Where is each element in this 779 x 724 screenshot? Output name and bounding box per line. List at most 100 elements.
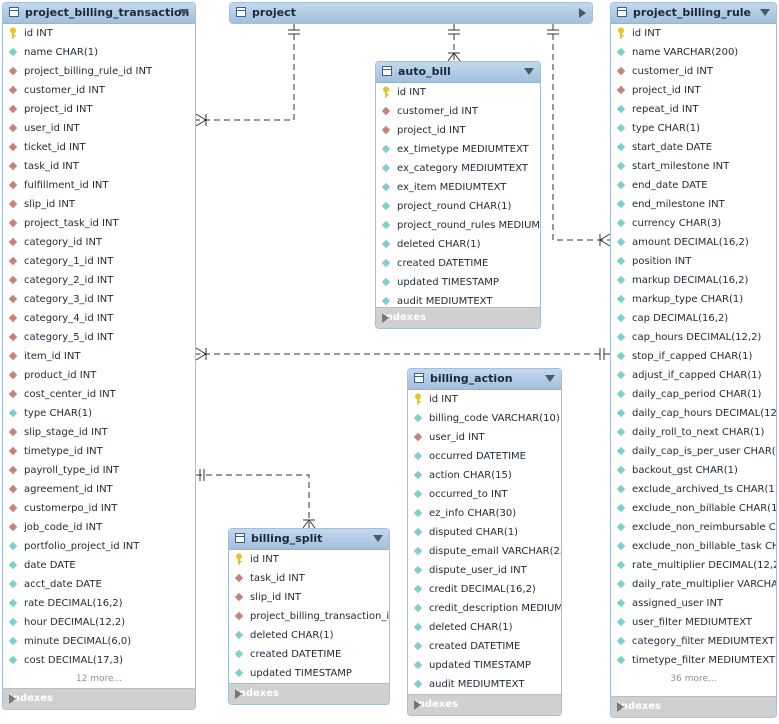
column-slip-id[interactable]: slip_id INT bbox=[3, 195, 195, 214]
column-user-id[interactable]: user_id INT bbox=[408, 428, 561, 447]
column-ex-timetype[interactable]: ex_timetype MEDIUMTEXT bbox=[376, 140, 540, 159]
column-daily-cap-period[interactable]: daily_cap_period CHAR(1) bbox=[611, 385, 776, 404]
indexes-section[interactable]: Indexes bbox=[408, 694, 561, 715]
column-exclude-non-reimbursable[interactable]: exclude_non_reimbursable CHA... bbox=[611, 518, 776, 537]
column-user-filter[interactable]: user_filter MEDIUMTEXT bbox=[611, 613, 776, 632]
column-credit-description[interactable]: credit_description MEDIUMTEXT bbox=[408, 599, 561, 618]
column-customer-id[interactable]: customer_id INT bbox=[611, 62, 776, 81]
more-columns-label[interactable]: 36 more... bbox=[670, 674, 717, 684]
column-hour[interactable]: hour DECIMAL(12,2) bbox=[3, 613, 195, 632]
table-project[interactable]: project bbox=[229, 2, 593, 24]
table-header[interactable]: project bbox=[230, 3, 592, 23]
column-audit[interactable]: audit MEDIUMTEXT bbox=[376, 292, 540, 311]
column-start-milestone[interactable]: start_milestone INT bbox=[611, 157, 776, 176]
table-header[interactable]: auto_bill bbox=[376, 62, 540, 83]
indexes-section[interactable]: Indexes bbox=[3, 688, 195, 709]
column-exclude-archived-ts[interactable]: exclude_archived_ts CHAR(1) bbox=[611, 480, 776, 499]
column-product-id[interactable]: product_id INT bbox=[3, 366, 195, 385]
column-acct-date[interactable]: acct_date DATE bbox=[3, 575, 195, 594]
column-ex-item[interactable]: ex_item MEDIUMTEXT bbox=[376, 178, 540, 197]
column-project-billing-transaction-id[interactable]: project_billing_transaction_id INT bbox=[229, 607, 389, 626]
expand-indexes-icon[interactable] bbox=[9, 694, 16, 704]
column-payroll-type-id[interactable]: payroll_type_id INT bbox=[3, 461, 195, 480]
column-dispute-email[interactable]: dispute_email VARCHAR(255) bbox=[408, 542, 561, 561]
more-columns-label[interactable]: 12 more... bbox=[75, 674, 123, 684]
column-occurred[interactable]: occurred DATETIME bbox=[408, 447, 561, 466]
column-amount[interactable]: amount DECIMAL(16,2) bbox=[611, 233, 776, 252]
column-item-id[interactable]: item_id INT bbox=[3, 347, 195, 366]
column-task-id[interactable]: task_id INT bbox=[3, 157, 195, 176]
column-markup[interactable]: markup DECIMAL(16,2) bbox=[611, 271, 776, 290]
column-daily-cap-hours[interactable]: daily_cap_hours DECIMAL(12,2) bbox=[611, 404, 776, 423]
column-id[interactable]: id INT bbox=[229, 550, 389, 569]
column-timetype-filter[interactable]: timetype_filter MEDIUMTEXT bbox=[611, 651, 776, 670]
column-audit[interactable]: audit MEDIUMTEXT bbox=[408, 675, 561, 694]
column-adjust-if-capped[interactable]: adjust_if_capped CHAR(1) bbox=[611, 366, 776, 385]
column-exclude-non-billable[interactable]: exclude_non_billable CHAR(1) bbox=[611, 499, 776, 518]
column-fulfillment-id[interactable]: fulfillment_id INT bbox=[3, 176, 195, 195]
column-exclude-non-billable-task[interactable]: exclude_non_billable_task CHAR... bbox=[611, 537, 776, 556]
column-end-milestone[interactable]: end_milestone INT bbox=[611, 195, 776, 214]
column-category-id[interactable]: category_id INT bbox=[3, 233, 195, 252]
expand-arrow-icon[interactable] bbox=[579, 8, 586, 18]
expand-indexes-icon[interactable] bbox=[382, 313, 389, 323]
column-cap[interactable]: cap DECIMAL(16,2) bbox=[611, 309, 776, 328]
column-cap-hours[interactable]: cap_hours DECIMAL(12,2) bbox=[611, 328, 776, 347]
column-rate[interactable]: rate DECIMAL(16,2) bbox=[3, 594, 195, 613]
column-category-5-id[interactable]: category_5_id INT bbox=[3, 328, 195, 347]
collapse-arrow-icon[interactable] bbox=[373, 535, 383, 542]
column-minute[interactable]: minute DECIMAL(6,0) bbox=[3, 632, 195, 651]
column-credit[interactable]: credit DECIMAL(16,2) bbox=[408, 580, 561, 599]
column-task-id[interactable]: task_id INT bbox=[229, 569, 389, 588]
column-category-2-id[interactable]: category_2_id INT bbox=[3, 271, 195, 290]
table-header[interactable]: project_billing_transaction bbox=[3, 3, 195, 24]
column-project-round[interactable]: project_round CHAR(1) bbox=[376, 197, 540, 216]
column-project-round-rules[interactable]: project_round_rules MEDIUMTEXT bbox=[376, 216, 540, 235]
column-deleted[interactable]: deleted CHAR(1) bbox=[408, 618, 561, 637]
column-markup-type[interactable]: markup_type CHAR(1) bbox=[611, 290, 776, 309]
column-end-date[interactable]: end_date DATE bbox=[611, 176, 776, 195]
column-project-id[interactable]: project_id INT bbox=[3, 100, 195, 119]
column-daily-cap-is-per-user[interactable]: daily_cap_is_per_user CHAR(1) bbox=[611, 442, 776, 461]
column-id[interactable]: id INT bbox=[3, 24, 195, 43]
column-ez-info[interactable]: ez_info CHAR(30) bbox=[408, 504, 561, 523]
indexes-section[interactable]: Indexes bbox=[376, 307, 540, 328]
column-cost[interactable]: cost DECIMAL(17,3) bbox=[3, 651, 195, 670]
indexes-section[interactable]: Indexes bbox=[611, 696, 776, 717]
column-category-3-id[interactable]: category_3_id INT bbox=[3, 290, 195, 309]
column-deleted[interactable]: deleted CHAR(1) bbox=[376, 235, 540, 254]
column-updated[interactable]: updated TIMESTAMP bbox=[408, 656, 561, 675]
column-assigned-user[interactable]: assigned_user INT bbox=[611, 594, 776, 613]
collapse-arrow-icon[interactable] bbox=[760, 9, 770, 16]
column-disputed[interactable]: disputed CHAR(1) bbox=[408, 523, 561, 542]
column-updated[interactable]: updated TIMESTAMP bbox=[229, 664, 389, 683]
column-repeat-id[interactable]: repeat_id INT bbox=[611, 100, 776, 119]
column-daily-roll-to-next[interactable]: daily_roll_to_next CHAR(1) bbox=[611, 423, 776, 442]
table-header[interactable]: project_billing_rule bbox=[611, 3, 776, 24]
column-portfolio-project-id[interactable]: portfolio_project_id INT bbox=[3, 537, 195, 556]
column-project-task-id[interactable]: project_task_id INT bbox=[3, 214, 195, 233]
column-id[interactable]: id INT bbox=[408, 390, 561, 409]
column-daily-rate-multiplier[interactable]: daily_rate_multiplier VARCHAR(1... bbox=[611, 575, 776, 594]
column-ticket-id[interactable]: ticket_id INT bbox=[3, 138, 195, 157]
column-user-id[interactable]: user_id INT bbox=[3, 119, 195, 138]
column-name[interactable]: name VARCHAR(200) bbox=[611, 43, 776, 62]
column-slip-id[interactable]: slip_id INT bbox=[229, 588, 389, 607]
column-project-billing-rule-id[interactable]: project_billing_rule_id INT bbox=[3, 62, 195, 81]
column-dispute-user-id[interactable]: dispute_user_id INT bbox=[408, 561, 561, 580]
indexes-section[interactable]: Indexes bbox=[229, 683, 389, 704]
column-type[interactable]: type CHAR(1) bbox=[3, 404, 195, 423]
column-created[interactable]: created DATETIME bbox=[229, 645, 389, 664]
column-backout-gst[interactable]: backout_gst CHAR(1) bbox=[611, 461, 776, 480]
column-project-id[interactable]: project_id INT bbox=[611, 81, 776, 100]
column-occurred-to[interactable]: occurred_to INT bbox=[408, 485, 561, 504]
column-stop-if-capped[interactable]: stop_if_capped CHAR(1) bbox=[611, 347, 776, 366]
column-created[interactable]: created DATETIME bbox=[376, 254, 540, 273]
collapse-arrow-icon[interactable] bbox=[545, 375, 555, 382]
column-cost-center-id[interactable]: cost_center_id INT bbox=[3, 385, 195, 404]
column-currency[interactable]: currency CHAR(3) bbox=[611, 214, 776, 233]
